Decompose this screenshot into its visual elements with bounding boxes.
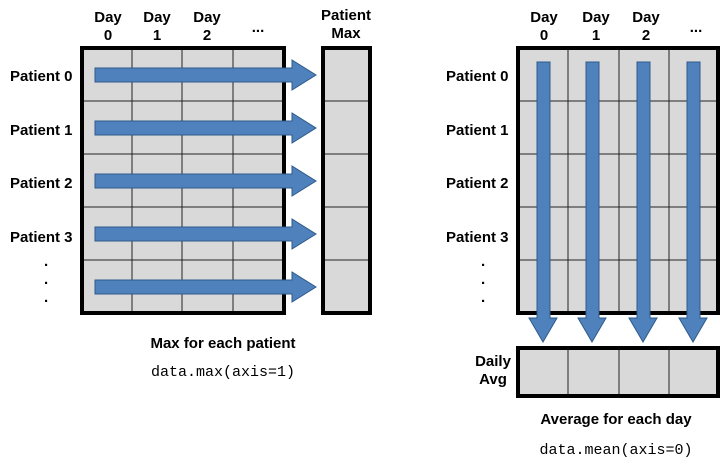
right-row-dot-1: . [481,271,485,288]
right-day-header-2-line2: 2 [642,27,650,44]
right-row-label-0: Patient 0 [446,68,509,85]
right-arrow-icon [94,271,317,303]
left-day-header-0-line1: Day [94,9,122,26]
patient-max-header-line2: Max [331,25,361,42]
left-day-header-0-line2: 0 [104,27,112,44]
column-arrows [528,61,708,343]
left-row-label-1: Patient 1 [10,122,73,139]
left-day-header-2-line2: 2 [203,27,211,44]
right-caption: Average for each day [540,411,692,428]
right-day-header-0-line2: 0 [540,27,548,44]
right-day-header-1-line2: 1 [592,27,600,44]
right-code: data.mean(axis=0) [539,442,692,459]
row-arrows [94,59,317,303]
right-day-header-3-line1: ... [690,19,703,36]
left-day-header-1-line2: 1 [153,27,161,44]
left-day-header-2-line1: Day [193,9,221,26]
daily-avg-label-line1: Daily [475,353,512,370]
right-day-header-1-line1: Day [582,9,610,26]
down-arrow-icon [678,61,708,343]
down-arrow-icon [577,61,607,343]
left-day-headers: Day 0 Day 1 Day 2 ... [94,9,264,44]
right-day-header-0-line1: Day [530,9,558,26]
right-arrow-icon [94,112,317,144]
down-arrow-icon [628,61,658,343]
left-row-labels: Patient 0 Patient 1 Patient 2 Patient 3 … [10,68,73,306]
left-row-dot-2: . [44,289,48,306]
left-row-label-0: Patient 0 [10,68,73,85]
down-arrow-icon [528,61,558,343]
left-caption: Max for each patient [150,335,295,352]
right-arrow-icon [94,165,317,197]
right-day-headers: Day 0 Day 1 Day 2 ... [530,9,702,44]
left-row-label-3: Patient 3 [10,229,73,246]
patient-max-header-line1: Patient [321,7,371,24]
right-row-label-3: Patient 3 [446,229,509,246]
left-day-header-1-line1: Day [143,9,171,26]
left-row-dot-1: . [44,271,48,288]
right-panel: Day 0 Day 1 Day 2 ... Patient 0 Patient … [446,9,720,459]
right-row-dot-2: . [481,289,485,306]
left-row-dot-0: . [44,253,48,270]
left-row-label-2: Patient 2 [10,175,73,192]
right-row-label-1: Patient 1 [446,122,509,139]
right-row-dot-0: . [481,253,485,270]
right-data-grid [516,46,720,315]
daily-avg-label-line2: Avg [479,371,507,388]
patient-max-column [321,46,372,315]
right-row-label-2: Patient 2 [446,175,509,192]
right-row-labels: Patient 0 Patient 1 Patient 2 Patient 3 … [446,68,509,306]
right-day-header-2-line1: Day [632,9,660,26]
right-arrow-icon [94,59,317,91]
left-panel: Day 0 Day 1 Day 2 ... Patient Max Patien… [10,7,372,381]
right-arrow-icon [94,218,317,250]
daily-avg-row [516,346,720,398]
left-day-header-3-line1: ... [252,19,265,36]
left-code: data.max(axis=1) [151,364,295,381]
